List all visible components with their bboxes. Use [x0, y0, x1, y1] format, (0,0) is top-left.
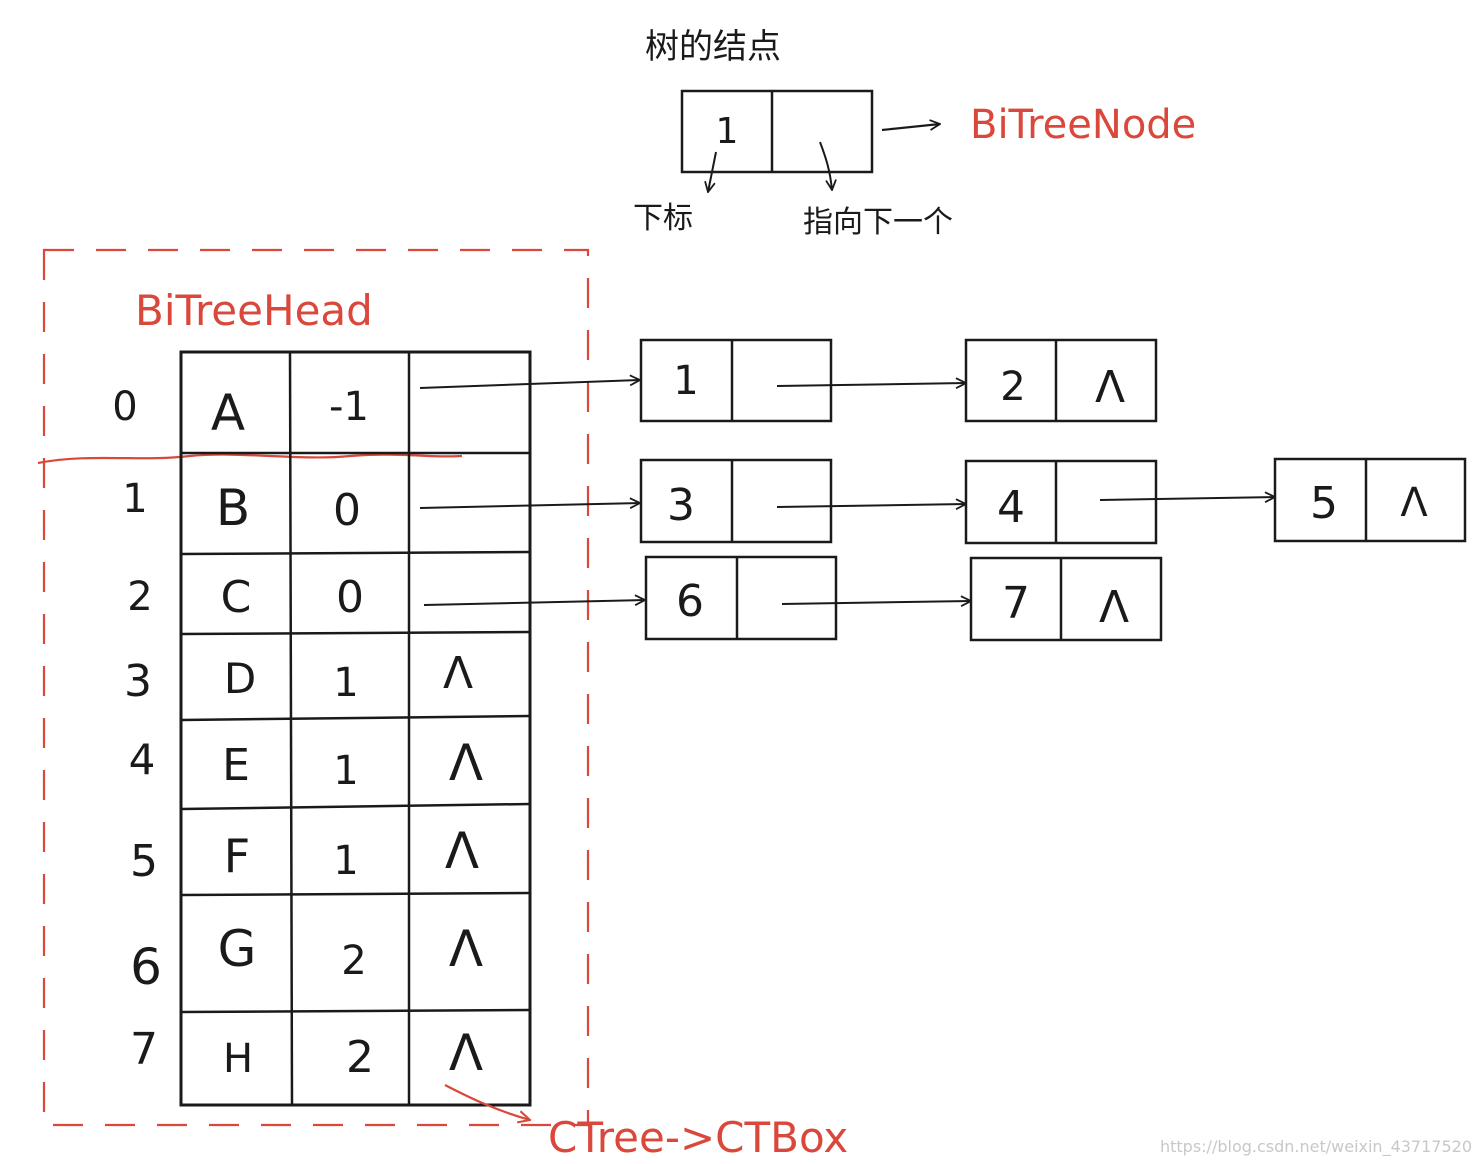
row-index: 2: [127, 574, 152, 620]
list-node-box: [639, 338, 833, 423]
head-separator-line: [37, 453, 463, 465]
list-node-next: Λ: [1400, 480, 1428, 526]
row-firstchild: Λ: [449, 920, 483, 978]
list-node: 7 Λ: [969, 556, 1163, 642]
row-firstchild: Λ: [445, 822, 479, 880]
table-row-divider: [180, 891, 531, 897]
row-data: H: [223, 1036, 253, 1082]
legend-next-arrow: [819, 141, 832, 190]
list-node-next: Λ: [1099, 582, 1129, 633]
list-node-value: 2: [1000, 364, 1025, 410]
table-col-divider-1: [288, 351, 294, 1106]
row-data: A: [211, 384, 245, 442]
table-row: 1 B 0: [122, 476, 361, 537]
child-list: 3 4 5 Λ: [419, 457, 1467, 545]
legend-index-arrow: [708, 151, 717, 192]
legend-next-caption: 指向下一个: [803, 205, 953, 240]
list-node-box: [964, 338, 1158, 423]
list-node: 5 Λ: [1273, 457, 1467, 543]
list-node-box: [639, 458, 833, 544]
row-parent: 1: [333, 748, 358, 794]
row-index: 4: [129, 735, 156, 784]
list-node-value: 1: [673, 358, 698, 404]
list-node-next: Λ: [1095, 362, 1125, 413]
table-border: [179, 350, 532, 1107]
row-parent: 2: [346, 1032, 374, 1083]
table-row: 0 A -1: [112, 384, 369, 442]
ctbox-label: CTree->CTBox: [548, 1113, 848, 1162]
table-row: 4 E 1 Λ: [129, 734, 483, 794]
legend-title: 树的结点: [645, 27, 781, 67]
row-index: 1: [122, 476, 147, 522]
watermark: https://blog.csdn.net/weixin_43717520: [1159, 1137, 1472, 1156]
list-node: 6: [644, 555, 838, 641]
list-node-value: 6: [676, 576, 704, 627]
list-node-value: 3: [667, 480, 695, 531]
head-pointer-arrow: [419, 380, 640, 389]
row-parent: 0: [336, 572, 364, 623]
list-node-value: 5: [1310, 478, 1338, 529]
row-data: B: [216, 479, 250, 537]
table-row-divider: [180, 714, 531, 722]
list-node-box: [969, 556, 1163, 642]
next-pointer-arrow: [1099, 497, 1275, 500]
table-row: 2 C 0: [127, 572, 364, 623]
table-row: 6 G 2 Λ: [130, 920, 483, 996]
legend-node-box: [680, 89, 874, 174]
row-data: D: [224, 654, 256, 703]
legend-index-caption: 下标: [633, 201, 693, 236]
row-index: 6: [130, 938, 162, 996]
table-row-divider: [180, 630, 531, 636]
row-parent: 1: [333, 660, 358, 706]
list-node: 3: [639, 458, 833, 544]
list-node: 1: [639, 338, 833, 423]
row-parent: 1: [333, 838, 358, 884]
table-row: 3 D 1 Λ: [124, 648, 473, 707]
head-pointer-arrow: [419, 503, 640, 508]
head-label: BiTreeHead: [135, 286, 373, 335]
legend-index-value: 1: [716, 111, 739, 152]
node-table: [179, 350, 532, 1107]
row-data: C: [221, 572, 252, 623]
row-index: 3: [124, 656, 152, 707]
next-pointer-arrow: [776, 383, 966, 386]
row-firstchild: Λ: [443, 648, 473, 699]
child-list: 6 7 Λ: [423, 555, 1163, 642]
row-index: 7: [130, 1024, 158, 1075]
list-node-value: 4: [997, 482, 1025, 533]
node-legend: 树的结点 1 下标 指向下一个 BiTreeNode: [633, 27, 1196, 240]
list-node-box: [644, 555, 838, 641]
row-index: 5: [130, 836, 158, 887]
legend-type-label: BiTreeNode: [970, 102, 1196, 148]
row-index: 0: [112, 384, 137, 430]
list-node: 2 Λ: [964, 338, 1158, 423]
list-node-value: 7: [1002, 578, 1030, 629]
list-node-box: [964, 459, 1158, 545]
row-firstchild: Λ: [449, 734, 483, 792]
ctbox-dashed-outline: [42, 248, 590, 1127]
next-pointer-arrow: [781, 601, 971, 604]
table-row-divider: [180, 550, 531, 556]
row-parent: 0: [333, 485, 361, 536]
table-row-divider: [180, 802, 531, 811]
table-row: 7 H 2 Λ: [130, 1024, 483, 1083]
row-parent: 2: [341, 938, 366, 984]
table-row-divider: [180, 1008, 531, 1014]
ctbox-arrow: [444, 1084, 530, 1120]
list-node-box: [1273, 457, 1467, 543]
head-pointer-arrow: [423, 600, 645, 605]
row-data: G: [218, 920, 257, 978]
child-list: 1 2 Λ: [419, 338, 1158, 423]
legend-type-arrow: [881, 124, 940, 132]
table-row: 5 F 1 Λ: [130, 822, 479, 887]
row-firstchild: Λ: [449, 1024, 483, 1082]
row-parent: -1: [329, 384, 369, 430]
row-data: F: [224, 829, 250, 883]
list-node: 4: [964, 459, 1158, 545]
row-data: E: [222, 740, 250, 791]
next-pointer-arrow: [776, 504, 966, 507]
